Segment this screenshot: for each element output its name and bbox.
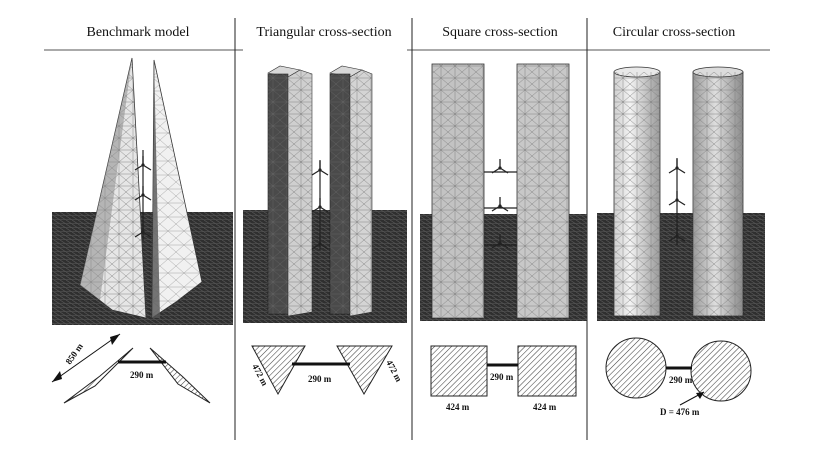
side-right-label: 424 m — [533, 402, 557, 412]
square-section-right — [517, 345, 577, 397]
turbine-icon — [491, 158, 509, 174]
dimension-arrow — [51, 333, 121, 383]
circular-render — [597, 66, 765, 321]
square-render — [420, 63, 587, 321]
diameter-label: D = 476 m — [660, 407, 700, 417]
gap-label: 290 m — [490, 372, 514, 382]
gap-label: 290 m — [308, 374, 332, 384]
triangular-render — [243, 43, 407, 323]
square-cross-section: 290 m 424 m 424 m — [430, 345, 577, 412]
title-square-cross-section: Square cross-section — [442, 25, 558, 40]
triangular-section-left — [251, 345, 306, 396]
ground-plane — [243, 210, 407, 323]
circular-section-left — [605, 337, 667, 399]
gap-label: 290 m — [130, 370, 154, 380]
side-right-label: 472 m — [384, 358, 404, 384]
triangular-section-right — [336, 345, 393, 396]
title-triangular-cross-section: Triangular cross-section — [256, 25, 392, 40]
gap-label: 290 m — [669, 375, 693, 385]
title-benchmark-model: Benchmark model — [86, 25, 190, 40]
circular-section-right — [690, 340, 752, 402]
circular-cross-section: 290 m D = 476 m — [605, 337, 752, 417]
turbine-icon — [491, 196, 509, 212]
benchmark-render — [52, 57, 233, 325]
benchmark-section-left — [63, 347, 134, 404]
benchmark-cross-section: 850 m 290 m — [51, 333, 211, 404]
title-circular-cross-section: Circular cross-section — [612, 25, 736, 40]
benchmark-section-right — [149, 347, 211, 404]
triangular-cross-section: 472 m 290 m 472 m — [250, 345, 404, 396]
side-left-label: 424 m — [446, 402, 470, 412]
length-label: 850 m — [63, 341, 85, 366]
square-section-left — [430, 345, 488, 397]
